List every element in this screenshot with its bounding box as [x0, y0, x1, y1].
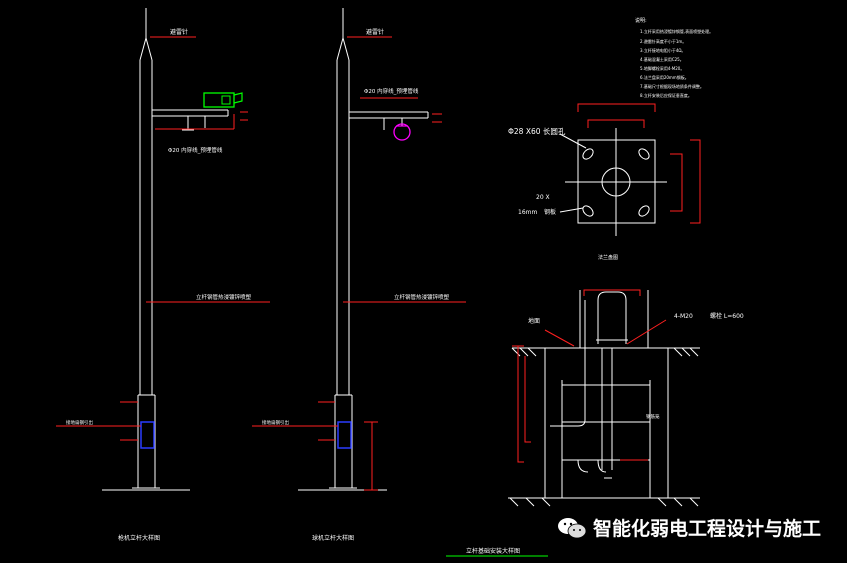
- junction-box-2: [337, 421, 352, 449]
- pole-view-2: [298, 8, 429, 491]
- note-8: 8.立杆安装后应保证垂直度。: [640, 92, 692, 98]
- lightning-rod-label-1: 避雷针: [170, 28, 188, 36]
- pole-view-1: [102, 8, 229, 491]
- notes-title: 说明:: [635, 17, 647, 24]
- notes-block: 说明: 1.立杆采用热浸镀锌钢管,表面喷塑处理。 2.避雷针高度不小于1m。 3…: [635, 17, 713, 98]
- ground-label: 地面: [528, 317, 540, 325]
- view-title-2: 球机立杆大样图: [312, 534, 354, 542]
- view-title-1: 枪机立杆大样图: [118, 534, 160, 542]
- bolt-label: 4-M20: [674, 313, 693, 320]
- note-3: 3.立杆接地电阻小于4Ω。: [640, 47, 685, 53]
- note-5: 5.地脚螺栓采用4-M20。: [640, 65, 684, 71]
- flange-title: 法兰盘图: [598, 254, 618, 261]
- plate-thk-label-c: 钢板: [544, 208, 556, 216]
- rebar-label: 钢筋笼: [646, 413, 660, 420]
- pole-note-2: 立杆钢管热浸镀锌喷塑: [394, 293, 450, 301]
- watermark: 智能化弱电工程设计与施工: [557, 514, 821, 541]
- note-1: 1.立杆采用热浸镀锌钢管,表面喷塑处理。: [640, 28, 713, 34]
- dome-camera-icon: [393, 123, 411, 141]
- bullet-camera-icon: [203, 92, 235, 108]
- pipe-note-2: Φ20 内穿线_预埋管线: [364, 87, 419, 95]
- watermark-text: 智能化弱电工程设计与施工: [592, 518, 821, 540]
- plate-thk-label-b: 16mm: [518, 209, 537, 216]
- note-7: 7.基础尺寸根据现场地质条件调整。: [640, 83, 704, 89]
- lightning-rod-label-2: 避雷针: [366, 28, 384, 36]
- wechat-icon: [557, 517, 587, 538]
- foundation-title: 立杆基础安装大样图: [466, 547, 520, 555]
- note-4: 4.基础混凝土采用C25。: [640, 56, 684, 62]
- bolt-label-b: 螺栓 L=600: [710, 312, 744, 320]
- pole-note-1: 立杆钢管热浸镀锌喷塑: [196, 293, 252, 301]
- plate-thk-label-a: 20 X: [536, 194, 550, 201]
- junction-box-1: [140, 421, 155, 449]
- note-2: 2.避雷针高度不小于1m。: [640, 38, 686, 44]
- note-6: 6.法兰盘采用20mm钢板。: [640, 74, 689, 80]
- pipe-note-1: Φ20 内穿线_预埋管线: [168, 146, 223, 154]
- base-hole-label: Φ28 X60 长圆孔: [508, 126, 566, 136]
- box-note-2: 接地扁钢引出: [262, 419, 289, 426]
- flange-plate-view: [559, 128, 667, 236]
- box-note-1: 接地扁钢引出: [66, 419, 93, 426]
